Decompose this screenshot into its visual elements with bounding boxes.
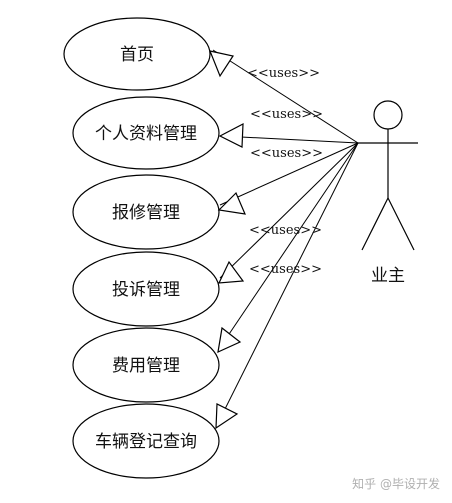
arrowhead-home (209, 50, 234, 78)
use-case-complaint (72, 251, 220, 327)
association-line-home (212, 49, 359, 144)
use-case-vehicle (72, 403, 220, 479)
use-case-label-complaint: 投诉管理 (112, 280, 180, 300)
actor-left-leg (361, 197, 389, 251)
stereotype-label: <<uses>> (249, 223, 322, 238)
stereotype-label: <<uses>> (247, 66, 320, 81)
arrowhead-repair (217, 191, 246, 215)
stereotype-label: <<uses>> (249, 262, 322, 277)
use-case-labels: 首页 个人资料管理 报修管理 投诉管理 费用管理 车辆登记查询 (95, 45, 197, 452)
arrowheads (209, 50, 246, 430)
association-line-fee (218, 142, 359, 350)
association-line-profile (221, 135, 359, 144)
associations (212, 49, 359, 426)
arrowhead-complaint (218, 260, 245, 284)
stereotype-label: <<uses>> (250, 107, 323, 122)
actor-stick-figure (356, 100, 418, 251)
use-case-label-home: 首页 (120, 45, 154, 65)
actor-label: 业主 (371, 266, 405, 286)
actor-head (373, 100, 403, 130)
association-line-vehicle (216, 142, 359, 426)
use-case-label-profile: 个人资料管理 (95, 124, 197, 144)
use-case-profile (72, 96, 220, 170)
association-line-repair (219, 142, 359, 206)
stereotype-labels: <<uses>> <<uses>> <<uses>> <<uses>> <<us… (247, 66, 323, 277)
use-case-fee (72, 327, 220, 403)
use-case-repair (72, 174, 220, 250)
actor-right-leg (387, 197, 415, 251)
arrowhead-vehicle (215, 403, 239, 430)
stereotype-label: <<uses>> (250, 146, 323, 161)
watermark-text: 知乎 @毕设开发 (352, 476, 440, 491)
arrowhead-fee (217, 326, 242, 354)
use-case-home (63, 17, 211, 91)
association-line-complaint (219, 142, 359, 279)
use-cases (63, 17, 220, 479)
use-case-label-vehicle: 车辆登记查询 (95, 432, 197, 452)
arrowhead-profile (218, 122, 244, 148)
use-case-label-fee: 费用管理 (112, 356, 180, 376)
use-case-label-repair: 报修管理 (112, 203, 180, 223)
